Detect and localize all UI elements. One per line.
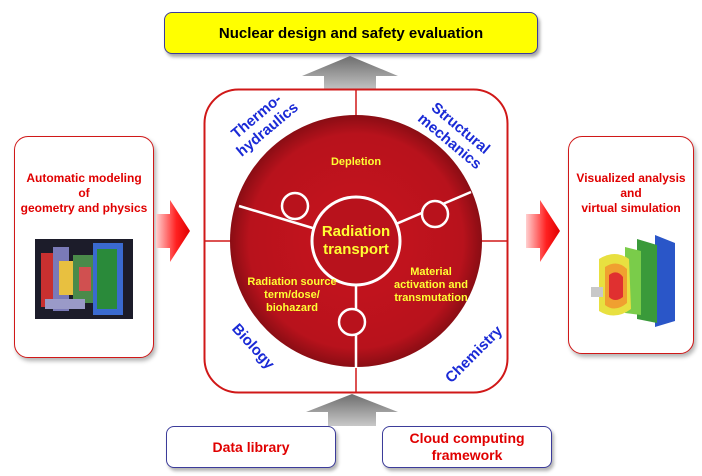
source-line-3: biohazard: [266, 302, 318, 314]
automatic-modeling-box: Automatic modeling of geometry and physi…: [14, 136, 154, 358]
material-line-3: transmutation: [394, 292, 468, 304]
left-line-1: Automatic modeling: [26, 171, 142, 185]
puzzle-knob-left: [280, 191, 310, 221]
source-line-2: term/dose/: [264, 289, 320, 301]
data-library-text: Data library: [212, 438, 290, 455]
source-line-1: Radiation source: [247, 276, 337, 288]
center-line-2: transport: [323, 241, 389, 258]
automatic-modeling-text: Automatic modeling of geometry and physi…: [15, 171, 153, 216]
reactor-simulation-result-image: [591, 235, 675, 327]
cloud-line-2: framework: [431, 447, 503, 463]
visualized-analysis-box: Visualized analysis and virtual simulati…: [568, 136, 694, 354]
left-line-2: of: [78, 186, 90, 200]
title-text: Nuclear design and safety evaluation: [218, 24, 484, 42]
material-line-1: Material: [410, 266, 452, 278]
red-right-arrow-right-icon: [526, 200, 560, 262]
nuclear-design-title-box: Nuclear design and safety evaluation: [164, 12, 538, 54]
central-frame-graphic: [203, 88, 509, 394]
depletion-text: Depletion: [330, 156, 382, 168]
puzzle-knob-right: [420, 199, 450, 229]
data-library-box: Data library: [166, 426, 336, 468]
center-line-1: Radiation: [321, 223, 391, 240]
right-line-1: Visualized analysis: [576, 171, 686, 185]
left-line-3: geometry and physics: [20, 201, 148, 215]
reactor-geometry-model-image: [35, 239, 133, 319]
right-line-3: virtual simulation: [581, 201, 681, 215]
puzzle-knob-bottom: [337, 307, 367, 337]
material-line-2: activation and: [394, 279, 468, 291]
visualized-analysis-text: Visualized analysis and virtual simulati…: [569, 171, 693, 216]
cloud-computing-box: Cloud computing framework: [382, 426, 552, 468]
material-activation-label: Material activation and transmutation: [381, 266, 481, 305]
radiation-transport-label: Radiation transport: [306, 223, 406, 259]
radiation-transport-core: [310, 195, 402, 287]
gray-up-arrow-icon: [302, 56, 398, 92]
radiation-source-label: Radiation source term/dose/ biohazard: [237, 276, 347, 315]
cloud-line-1: Cloud computing: [409, 430, 525, 446]
red-right-arrow-left-icon: [156, 200, 190, 262]
depletion-label: Depletion: [306, 156, 406, 169]
gray-up-arrow-bottom-icon: [306, 394, 398, 426]
cloud-computing-text: Cloud computing framework: [409, 430, 524, 464]
right-line-2: and: [620, 186, 642, 200]
central-framework: Thermo- hydraulics Structural mechanics …: [203, 88, 509, 394]
